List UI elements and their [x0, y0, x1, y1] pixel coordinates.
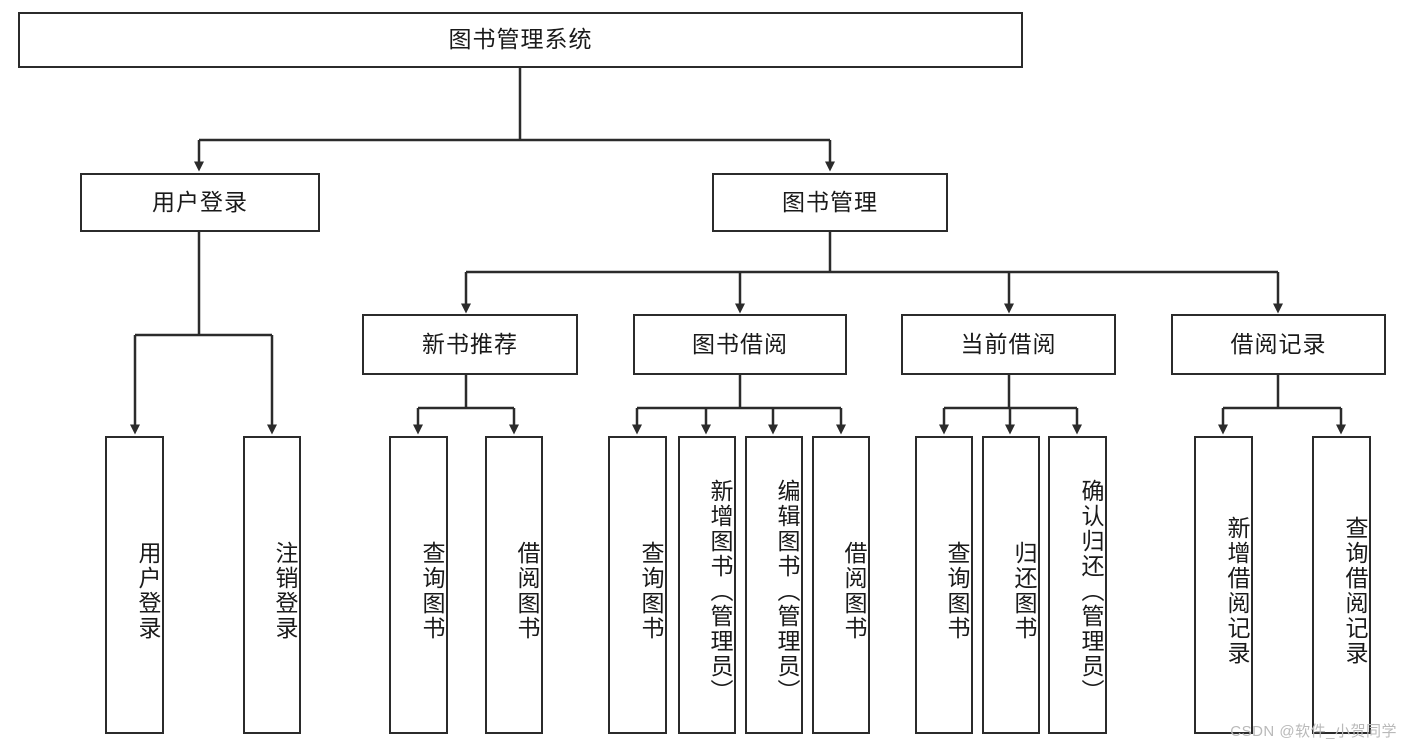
leaf-user-login[interactable]: 用户登录: [105, 436, 164, 734]
node-borrow-record[interactable]: 借阅记录: [1171, 314, 1386, 375]
leaf-record-query-record[interactable]: 查询借阅记录: [1312, 436, 1371, 734]
leaf-borrow-query-book[interactable]: 查询图书: [608, 436, 667, 734]
leaf-current-confirm-return-admin[interactable]: 确认归还（管理员）: [1048, 436, 1107, 734]
node-user-login[interactable]: 用户登录: [80, 173, 320, 232]
leaf-recommend-borrow-book[interactable]: 借阅图书: [485, 436, 543, 734]
node-book-borrow[interactable]: 图书借阅: [633, 314, 847, 375]
leaf-borrow-borrow-book[interactable]: 借阅图书: [812, 436, 870, 734]
node-root[interactable]: 图书管理系统: [18, 12, 1023, 68]
node-book-management[interactable]: 图书管理: [712, 173, 948, 232]
connector-lines: [130, 68, 1346, 435]
leaf-borrow-edit-book-admin[interactable]: 编辑图书（管理员）: [745, 436, 803, 734]
node-new-book-recommend[interactable]: 新书推荐: [362, 314, 578, 375]
leaf-current-query-book[interactable]: 查询图书: [915, 436, 973, 734]
leaf-borrow-add-book-admin[interactable]: 新增图书（管理员）: [678, 436, 736, 734]
leaf-current-return-book[interactable]: 归还图书: [982, 436, 1040, 734]
leaf-user-logout[interactable]: 注销登录: [243, 436, 301, 734]
leaf-recommend-query-book[interactable]: 查询图书: [389, 436, 448, 734]
leaf-record-add-record[interactable]: 新增借阅记录: [1194, 436, 1253, 734]
node-current-borrow[interactable]: 当前借阅: [901, 314, 1116, 375]
csdn-watermark: CSDN @软件_小贺同学: [1230, 723, 1397, 740]
